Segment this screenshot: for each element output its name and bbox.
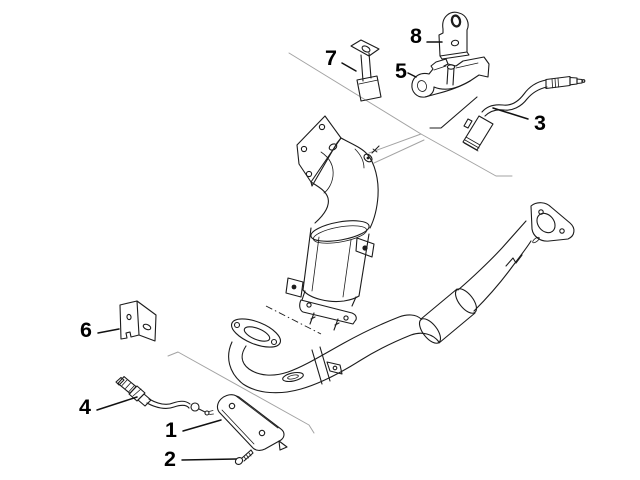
flange-gasket [230, 318, 282, 348]
end-flange [530, 202, 575, 244]
leader-1 [182, 419, 222, 432]
callout-5[interactable]: 5 [395, 59, 407, 83]
part8-bracket [438, 11, 470, 60]
resonator [418, 288, 478, 344]
part3-oxygen-sensor [462, 75, 586, 152]
callout-2[interactable]: 2 [164, 447, 176, 471]
pipe-clamp [311, 346, 343, 385]
part4-oxygen-sensor [115, 376, 214, 416]
callout-7[interactable]: 7 [325, 46, 337, 70]
part2-bolt [234, 449, 254, 465]
sensor-connector [462, 115, 494, 152]
leader-4 [96, 396, 138, 411]
part1-bracket [216, 394, 288, 451]
exhaust-downpipe [228, 202, 575, 394]
reference-lines [167, 52, 513, 434]
leader-3 [492, 107, 529, 120]
pipe-slot-bracket [282, 371, 304, 383]
callout-8[interactable]: 8 [410, 24, 422, 48]
leader-6 [97, 328, 120, 334]
part5-bracket [411, 56, 490, 98]
callout-leaders [96, 41, 529, 461]
catalytic-converter [265, 115, 380, 335]
leader-7 [341, 62, 357, 72]
leader-2 [181, 458, 237, 461]
part6-bracket [119, 300, 157, 342]
part7-bracket [350, 39, 382, 102]
oxygen-sensor-boss [363, 145, 380, 163]
mount-leader-line [429, 96, 478, 129]
callout-3[interactable]: 3 [534, 111, 546, 135]
callout-6[interactable]: 6 [80, 318, 92, 342]
callout-4[interactable]: 4 [79, 395, 91, 419]
leader-5 [407, 72, 417, 78]
callout-1[interactable]: 1 [165, 418, 177, 442]
